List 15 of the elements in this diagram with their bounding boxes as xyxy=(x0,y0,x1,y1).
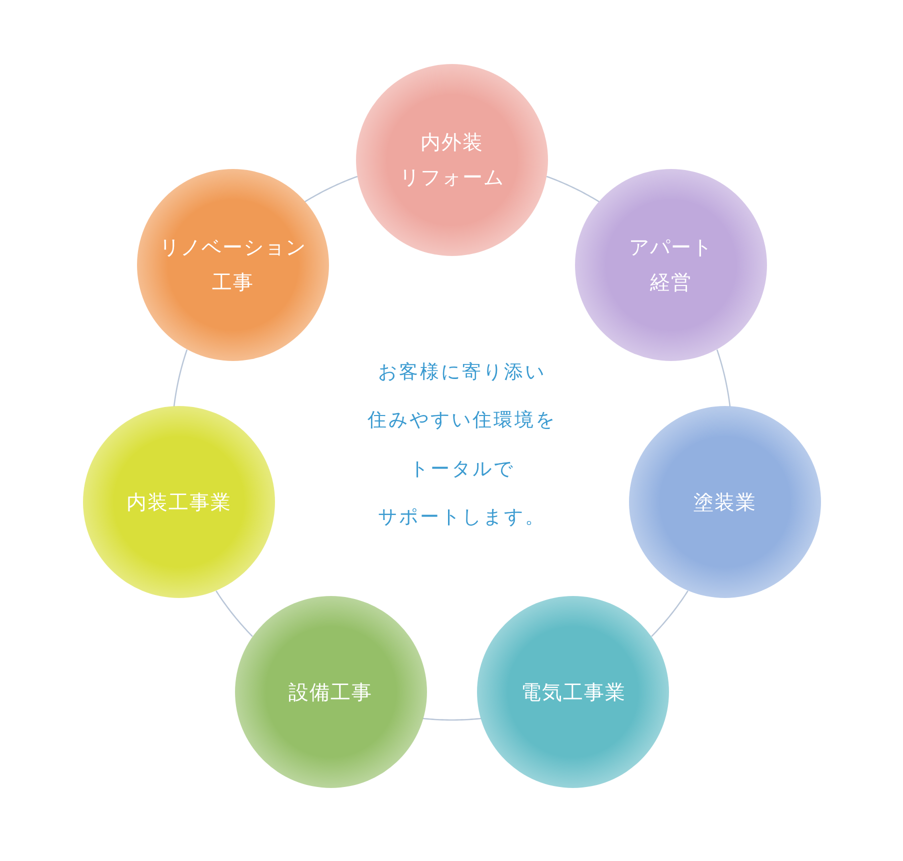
ring-connector xyxy=(304,176,358,202)
ring-connector xyxy=(716,349,731,407)
ring-connector xyxy=(216,590,253,637)
ring-connector xyxy=(422,718,482,721)
node-label: 設備工事 xyxy=(288,678,372,706)
ring-connector xyxy=(173,349,188,407)
ring-connector xyxy=(546,176,600,202)
node-label: 電気工事業 xyxy=(520,678,626,706)
node-label: アパート経営 xyxy=(628,234,713,296)
node-label: 塗装業 xyxy=(693,488,756,516)
center-message: お客様に寄り添い住みやすい住環境をトータルでサポートします。 xyxy=(368,360,556,530)
node-label: 内装工事業 xyxy=(126,488,232,516)
node-label: リノベーション工事 xyxy=(160,234,307,296)
ring-connector xyxy=(651,590,688,637)
node-label: 内外装リフォーム xyxy=(400,129,504,191)
